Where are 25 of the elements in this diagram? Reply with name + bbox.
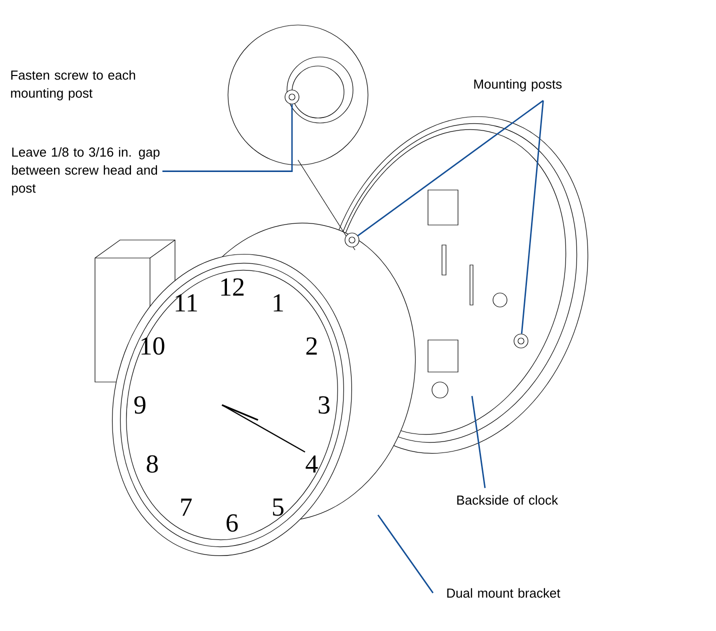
clock-numeral: 9 xyxy=(134,396,146,414)
mounting-post-drawing xyxy=(344,232,360,248)
callout-text: Dual mount bracket xyxy=(447,588,560,598)
clock-numeral: 10 xyxy=(142,337,164,355)
clock-numeral: 7 xyxy=(181,498,192,516)
callout-text: Backside of clock xyxy=(457,495,558,505)
instruction-text: Fasten screw to each mounting post xyxy=(11,70,136,100)
clock-numeral: 1 xyxy=(274,294,283,312)
leader-line xyxy=(471,396,486,488)
leader-line xyxy=(162,104,293,172)
leader-line xyxy=(520,100,544,334)
clock-numeral: 4 xyxy=(306,455,318,473)
clock-numeral: 5 xyxy=(273,498,284,516)
leader-line xyxy=(377,514,434,594)
leader-line xyxy=(357,100,544,236)
callout-text: Mounting posts xyxy=(474,79,562,92)
clock-numeral: 11 xyxy=(176,294,197,312)
mounting-post-drawing xyxy=(514,334,528,348)
screw-drawing xyxy=(284,90,300,104)
clock-numeral: 6 xyxy=(226,514,238,532)
clock-numeral: 8 xyxy=(146,455,158,473)
clock-numeral: 12 xyxy=(221,278,244,296)
clock-numeral: 3 xyxy=(318,396,330,414)
callout-text: Leave 1/8 to 3/16 in. gap between screw head and post xyxy=(12,147,160,196)
clock-numeral: 2 xyxy=(306,337,317,355)
